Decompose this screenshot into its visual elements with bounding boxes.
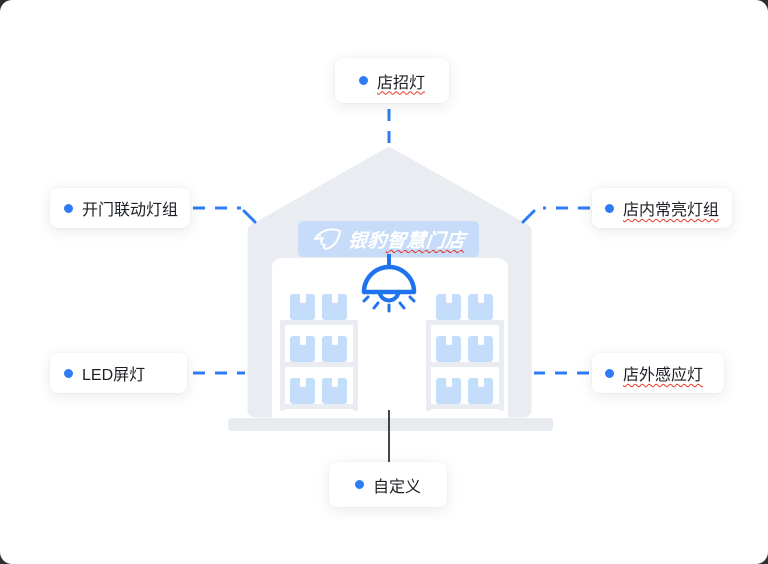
parcel-box-icon	[436, 294, 461, 320]
store-sign-text: 银豹智慧门店	[347, 226, 467, 253]
bullet-dot-icon	[64, 368, 73, 378]
label-indoor-always-on-light-group[interactable]: 店内常亮灯组	[592, 188, 732, 228]
leopard-logo-icon	[313, 228, 341, 250]
shelf-board	[280, 404, 358, 409]
parcel-box-icon	[468, 336, 493, 362]
label-outdoor-sensor-light[interactable]: 店外感应灯	[592, 353, 724, 393]
store-sign-banner: 银豹智慧门店	[298, 221, 479, 257]
parcel-box-icon	[322, 294, 347, 320]
bullet-dot-icon	[605, 368, 614, 378]
parcel-box-icon	[436, 336, 461, 362]
store-base-floor	[228, 418, 553, 431]
bullet-dot-icon	[354, 480, 364, 489]
parcel-box-icon	[322, 378, 347, 404]
label-custom[interactable]: 自定义	[329, 462, 447, 507]
label-led-screen-light[interactable]: LED屏灯	[50, 353, 187, 393]
parcel-box-icon	[468, 378, 493, 404]
shelf-left	[280, 292, 358, 411]
brand-name: 银豹	[346, 230, 388, 252]
label-door-linked-light-group[interactable]: 开门联动灯组	[50, 188, 190, 228]
shelf-board	[426, 320, 504, 325]
label-text: 开门联动灯组	[82, 202, 179, 219]
label-text: LED屏灯	[82, 367, 146, 384]
label-text: 自定义	[372, 478, 421, 496]
shelf-board	[426, 362, 504, 367]
bullet-dot-icon	[358, 76, 368, 85]
label-text: 店外感应灯	[623, 367, 704, 384]
pendant-lamp-icon	[361, 254, 417, 313]
shelf-board	[426, 404, 504, 409]
store-name: 智慧门店	[385, 230, 466, 252]
parcel-box-icon	[322, 336, 347, 362]
parcel-box-icon	[290, 378, 315, 404]
bullet-dot-icon	[605, 203, 614, 213]
shelf-board	[280, 320, 358, 325]
shelf-right	[426, 292, 504, 411]
bullet-dot-icon	[64, 203, 73, 213]
label-text: 店招灯	[376, 74, 425, 92]
parcel-box-icon	[436, 378, 461, 404]
label-store-sign-light[interactable]: 店招灯	[335, 58, 449, 103]
parcel-box-icon	[468, 294, 493, 320]
shelf-board	[280, 362, 358, 367]
parcel-box-icon	[290, 294, 315, 320]
parcel-box-icon	[290, 336, 315, 362]
label-text: 店内常亮灯组	[623, 202, 720, 219]
